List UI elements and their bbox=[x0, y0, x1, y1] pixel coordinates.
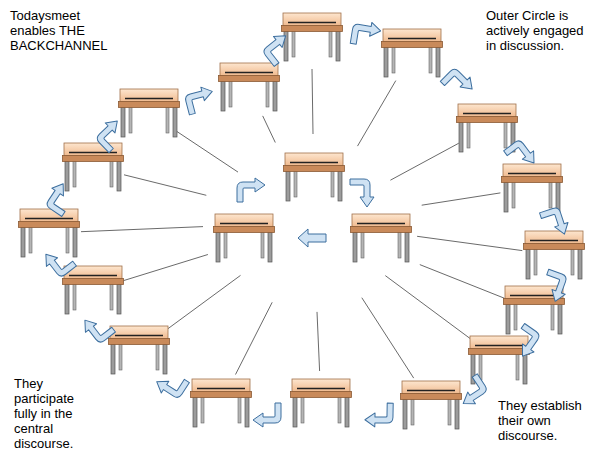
flow-arrow bbox=[454, 374, 491, 409]
desk bbox=[291, 379, 352, 427]
desk bbox=[351, 214, 412, 262]
note-text: Todaysmeet enables THE BACKCHANNEL bbox=[10, 8, 122, 53]
flow-arrow bbox=[153, 367, 190, 402]
spoke-lines bbox=[81, 69, 522, 378]
desk bbox=[119, 89, 180, 137]
flow-arrow bbox=[79, 310, 115, 347]
flow-arrow bbox=[253, 403, 281, 427]
flow-arrow bbox=[42, 180, 78, 217]
spoke-line bbox=[420, 265, 505, 299]
inner-desks bbox=[214, 153, 412, 262]
flow-arrow bbox=[183, 85, 216, 115]
desk bbox=[214, 214, 275, 262]
spoke-line bbox=[81, 227, 203, 232]
desk bbox=[63, 143, 124, 191]
desk bbox=[63, 266, 124, 314]
spoke-line bbox=[165, 275, 241, 331]
spoke-line bbox=[358, 81, 396, 147]
outer-flow-arrows bbox=[40, 20, 571, 428]
desk bbox=[401, 381, 462, 429]
spoke-line bbox=[312, 69, 313, 134]
desk bbox=[191, 379, 252, 427]
spoke-line bbox=[236, 302, 273, 374]
spoke-line bbox=[124, 175, 206, 196]
spoke-line bbox=[385, 276, 473, 341]
spoke-line bbox=[362, 298, 414, 378]
outer-desks bbox=[19, 13, 585, 429]
desk bbox=[284, 153, 345, 201]
flow-arrow bbox=[504, 136, 540, 173]
desk bbox=[457, 104, 518, 152]
flow-arrow bbox=[509, 323, 545, 360]
flow-arrow bbox=[440, 64, 477, 101]
desk bbox=[19, 209, 80, 257]
flow-arrow bbox=[365, 403, 393, 427]
flow-arrow bbox=[237, 178, 265, 202]
desk bbox=[502, 164, 563, 212]
flow-arrow bbox=[350, 20, 381, 48]
spoke-line bbox=[263, 116, 276, 143]
note-text: They establish their own discourse. bbox=[498, 398, 586, 443]
spoke-line bbox=[124, 255, 208, 281]
inner-flow-arrows bbox=[237, 178, 374, 247]
desk bbox=[109, 326, 170, 374]
spoke-line bbox=[176, 131, 238, 172]
flow-arrow bbox=[298, 229, 326, 247]
flow-arrow bbox=[540, 205, 572, 239]
spoke-line bbox=[317, 312, 320, 371]
flow-arrow bbox=[350, 179, 374, 207]
spoke-line bbox=[422, 193, 501, 205]
flow-arrow bbox=[40, 244, 76, 281]
flow-arrow bbox=[259, 30, 296, 66]
desk bbox=[382, 29, 443, 77]
desk bbox=[219, 63, 280, 111]
spoke-line bbox=[417, 236, 522, 250]
spoke-line bbox=[390, 143, 458, 180]
desk bbox=[282, 13, 343, 61]
note-text: They participate fully in the central di… bbox=[14, 376, 96, 451]
note-text: Outer Circle is actively engaged in disc… bbox=[486, 8, 586, 53]
flow-arrow bbox=[92, 116, 129, 153]
flow-arrow bbox=[539, 269, 571, 304]
